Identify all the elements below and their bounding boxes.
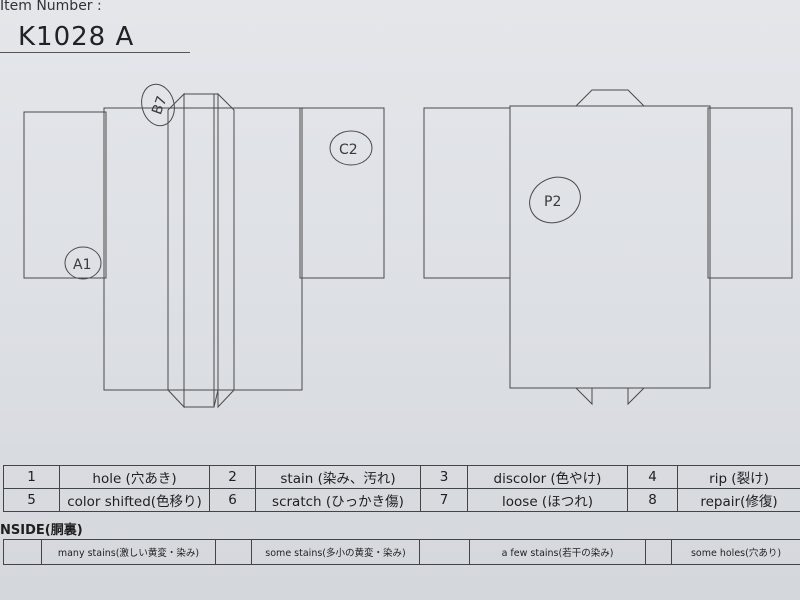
front-left-sleeve [23, 111, 107, 279]
defect-label: repair(修復) [677, 488, 800, 512]
annotation-b7-text: B7 [149, 94, 170, 117]
inside-condition-row: many stains(激しい黄変・染み) some stains(多小の黄変・… [3, 539, 800, 565]
defect-label: rip (裂け) [677, 465, 800, 489]
defect-legend-row: 1 hole (穴あき) 2 stain (染み、汚れ) 3 discolor … [3, 465, 800, 489]
annotation-p2: P2 [529, 176, 581, 224]
defect-number: 7 [420, 488, 468, 512]
front-view-diagram [23, 92, 385, 409]
front-left-inner-panel [183, 93, 215, 408]
annotation-c2: C2 [329, 130, 373, 166]
defect-legend-row: 5 color shifted(色移り) 6 scratch (ひっかき傷) 7… [3, 488, 800, 512]
inside-checkbox[interactable] [215, 539, 252, 565]
defect-number: 3 [420, 465, 468, 489]
item-number-value: K1028 A [18, 22, 135, 52]
defect-label: stain (染み、汚れ) [255, 465, 421, 489]
front-right-panel [217, 92, 235, 409]
inside-checkbox[interactable] [3, 539, 42, 565]
defect-number: 4 [627, 465, 678, 489]
inside-condition-table: many stains(激しい黄変・染み) some stains(多小の黄変・… [3, 539, 800, 565]
inside-option-label: a few stains(若干の染み) [469, 539, 646, 565]
inside-checkbox[interactable] [419, 539, 470, 565]
back-body [509, 105, 711, 389]
defect-label: scratch (ひっかき傷) [255, 488, 421, 512]
front-left-panel [167, 92, 185, 409]
annotation-a1: A1 [64, 246, 102, 280]
back-left-sleeve [423, 107, 511, 279]
inside-checkbox[interactable] [645, 539, 672, 565]
back-right-hem-tab [627, 387, 646, 406]
defect-label: loose (ほつれ) [467, 488, 628, 512]
defect-number: 6 [209, 488, 256, 512]
item-number-underline [0, 52, 190, 53]
annotation-b7: B7 [141, 83, 175, 127]
back-view-diagram [423, 89, 793, 406]
inside-option-label: some holes(穴あり) [671, 539, 800, 565]
front-body [103, 107, 303, 391]
defect-legend-table: 1 hole (穴あき) 2 stain (染み、汚れ) 3 discolor … [3, 465, 800, 512]
defect-number: 1 [3, 465, 60, 489]
front-right-inner-panel [213, 93, 219, 408]
garment-diagrams: B7 C2 A1 P2 [23, 83, 793, 409]
defect-number: 5 [3, 488, 60, 512]
item-number-label: Item Number : [0, 0, 102, 14]
front-right-sleeve [299, 107, 385, 279]
defect-label: hole (穴あき) [59, 465, 210, 489]
inside-section-label: NSIDE(胴裏) [0, 523, 83, 538]
defect-number: 8 [627, 488, 678, 512]
defect-number: 2 [209, 465, 256, 489]
defect-label: color shifted(色移り) [59, 488, 210, 512]
back-right-sleeve [707, 107, 793, 279]
defect-label: discolor (色やけ) [467, 465, 628, 489]
annotation-p2-text: P2 [544, 194, 561, 210]
inside-option-label: many stains(激しい黄変・染み) [41, 539, 216, 565]
annotation-a1-text: A1 [73, 257, 91, 273]
inside-option-label: some stains(多小の黄変・染み) [251, 539, 420, 565]
annotation-c2-text: C2 [339, 142, 358, 158]
back-left-hem-tab [574, 387, 593, 406]
back-collar [574, 89, 646, 107]
